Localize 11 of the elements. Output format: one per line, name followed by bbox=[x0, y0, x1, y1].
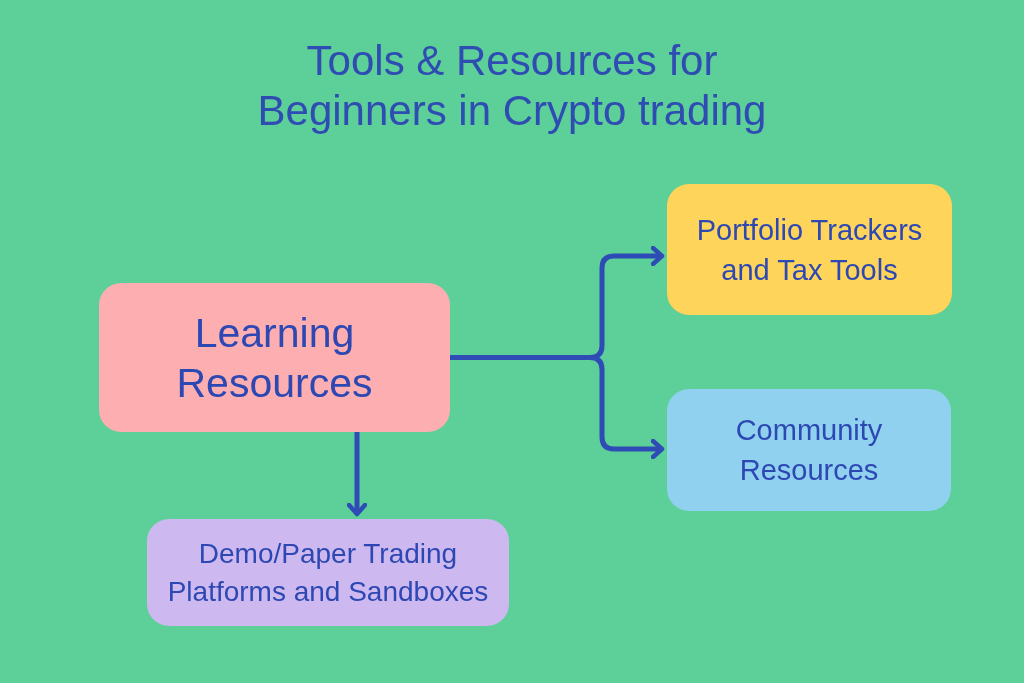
process-box bbox=[667, 184, 952, 315]
node-label: Learning Resources bbox=[175, 308, 374, 408]
node-label: Demo/Paper Trading Platforms and Sandboxes bbox=[166, 536, 490, 609]
process-box bbox=[99, 283, 450, 432]
process-box bbox=[667, 389, 951, 511]
arrow bbox=[346, 432, 368, 517]
arrow bbox=[450, 355, 665, 460]
diagram-title: Tools & Resources for Beginners in Crypto trading bbox=[256, 36, 768, 136]
node-label: Portfolio Trackers and Tax Tools bbox=[695, 212, 924, 288]
process-box bbox=[147, 519, 509, 626]
node-label: Community Resources bbox=[734, 413, 884, 488]
